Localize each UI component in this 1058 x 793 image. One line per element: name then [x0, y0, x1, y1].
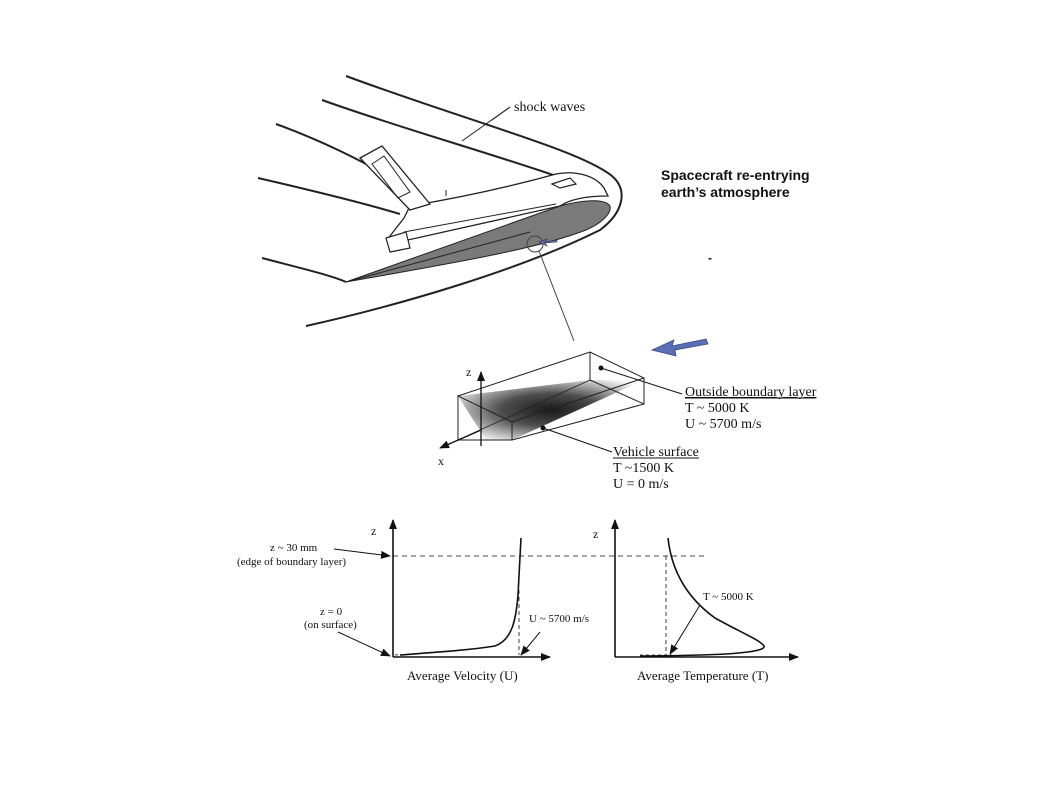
velocity-xlabel: Average Velocity (U)	[407, 668, 518, 683]
heated-surface	[458, 380, 644, 440]
engine-pod	[385, 231, 411, 253]
edge-label-1: z ~ 30 mm	[270, 542, 318, 554]
shock-waves-label: shock waves	[514, 100, 585, 115]
u-label-arrow	[520, 631, 541, 656]
temperature-xlabel: Average Temperature (T)	[637, 668, 768, 683]
surface-temp: T ~1500 K	[613, 461, 674, 476]
diagram-title-line-2: earth’s atmosphere	[661, 184, 790, 200]
temperature-profile-plot: z T ~ 5000 K Average Temperature (T)	[593, 519, 799, 683]
surface-heading: Vehicle surface	[613, 445, 699, 460]
surface-label-arrow	[337, 631, 391, 657]
flow-arrow-large-icon	[650, 338, 709, 357]
velocity-curve	[399, 537, 522, 656]
tail-fin	[358, 145, 432, 211]
cockpit-window	[550, 177, 578, 189]
body-contour	[403, 203, 557, 233]
u-edge-label: U ~ 5700 m/s	[529, 613, 589, 625]
space-shuttle-icon	[345, 145, 611, 283]
outside-heading: Outside boundary layer	[685, 385, 817, 400]
shock-line-1	[321, 99, 557, 177]
shock-pointer-2	[491, 106, 511, 121]
temperature-curve	[639, 537, 765, 657]
edge-label-2: (edge of boundary layer)	[237, 556, 346, 568]
wing-leading-edge	[345, 231, 531, 283]
shock-waves: shock waves	[257, 75, 623, 327]
box-z-label: z	[466, 365, 471, 379]
stray-mark: -	[708, 251, 712, 265]
tail-fin-detail	[371, 155, 411, 199]
shock-line-4	[261, 257, 347, 283]
detail-leader-line	[538, 250, 575, 342]
shock-line-2	[275, 123, 381, 173]
heat-shield	[345, 200, 611, 283]
t-edge-label: T ~ 5000 K	[703, 591, 754, 603]
surface-label-1: z = 0	[320, 606, 343, 618]
box-x-label: x	[438, 454, 444, 468]
flow-arrow-small-icon	[538, 238, 558, 247]
surface-vel: U = 0 m/s	[613, 477, 669, 492]
diagram-title-line-1: Spacecraft re-entrying	[661, 167, 810, 183]
outside-temp: T ~ 5000 K	[685, 401, 749, 416]
shock-line-3	[257, 177, 401, 215]
boundary-layer-box: z x	[438, 351, 683, 468]
outside-pointer	[600, 367, 683, 395]
surface-label-2: (on surface)	[304, 619, 357, 631]
bow-shock-line	[305, 75, 623, 327]
velocity-profile-plot: z z ~ 30 mm (edge of boundary layer) z =…	[237, 519, 708, 683]
box-front-left	[457, 396, 513, 441]
velocity-origin-dashed	[394, 651, 441, 656]
t-label-arrow	[669, 604, 701, 655]
fuselage	[389, 172, 610, 245]
box-x-axis	[439, 429, 482, 449]
edge-label-arrow	[333, 548, 391, 559]
temperature-z-label: z	[593, 527, 598, 541]
velocity-z-label: z	[371, 524, 376, 538]
surface-pointer	[542, 427, 613, 453]
outside-vel: U ~ 5700 m/s	[685, 417, 761, 432]
